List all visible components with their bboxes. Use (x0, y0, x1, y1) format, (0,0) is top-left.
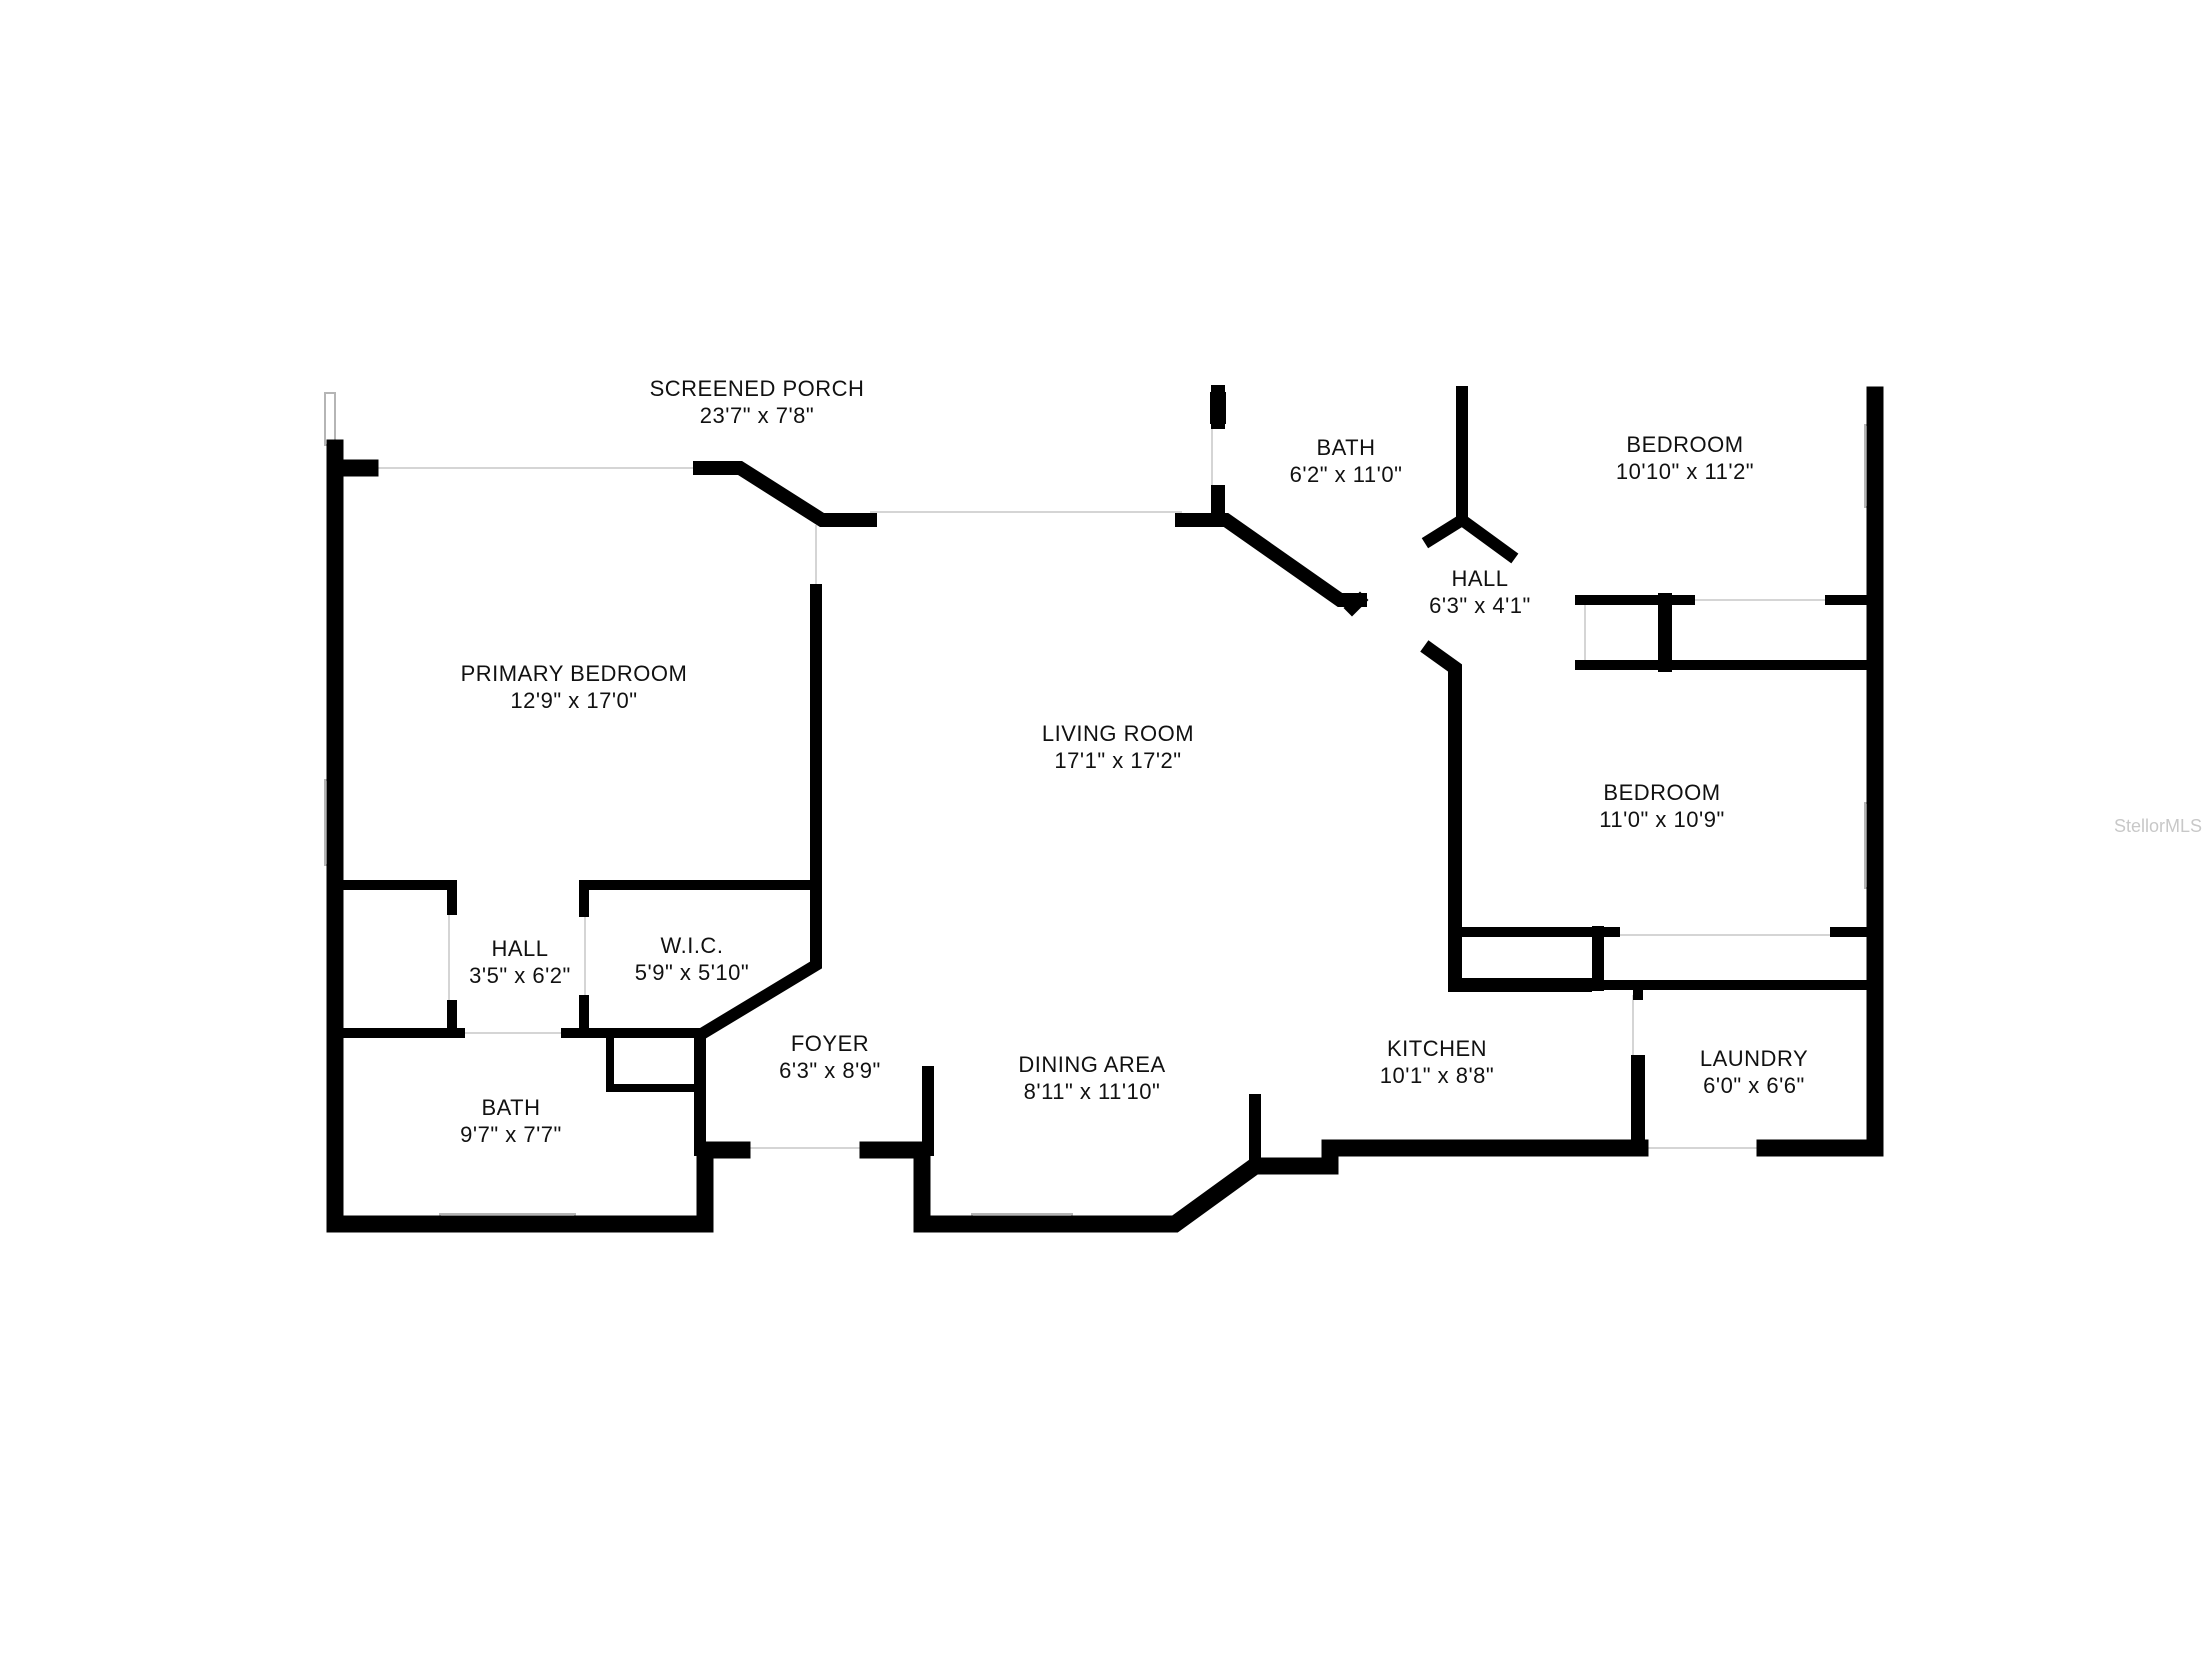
wall-east-exterior (1756, 386, 1884, 1157)
room-name-foyer: FOYER (791, 1031, 869, 1056)
porch-post (1867, 392, 1883, 424)
room-name-laundry: LAUNDRY (1700, 1046, 1808, 1071)
room-dims-living-room: 17'1" x 17'2" (1054, 748, 1181, 773)
wall-bedroom-lower-west (1420, 640, 1592, 992)
room-dims-hall-left: 3'5" x 6'2" (469, 963, 571, 988)
room-name-living-room: LIVING ROOM (1042, 721, 1194, 746)
wall-primary-closet-left (330, 880, 457, 915)
room-name-wic: W.I.C. (661, 933, 724, 958)
wall-hall-center-left (1421, 511, 1471, 549)
walls (326, 385, 1884, 1233)
porch-posts (1210, 392, 1883, 424)
wall-bath-closet (606, 1036, 704, 1092)
room-dims-dining-area: 8'11" x 11'10" (1024, 1079, 1161, 1104)
room-dims-bedroom-lower: 11'0" x 10'9" (1599, 807, 1725, 832)
room-dims-bath-lower: 9'7" x 7'7" (460, 1122, 562, 1147)
wall-hall-center-angle (1343, 591, 1369, 617)
room-name-kitchen: KITCHEN (1387, 1036, 1487, 1061)
wall-south-exterior (859, 1139, 1649, 1233)
room-name-hall-center: HALL (1451, 566, 1508, 591)
room-name-hall-left: HALL (491, 936, 548, 961)
wall-nw-corner (326, 439, 379, 477)
room-name-bedroom-upper: BEDROOM (1626, 432, 1743, 457)
room-name-screened-porch: SCREENED PORCH (650, 376, 865, 401)
room-name-bath-lower: BATH (481, 1095, 540, 1120)
room-dims-bath-upper: 6'2" x 11'0" (1290, 462, 1403, 487)
room-dims-screened-porch: 23'7" x 7'8" (700, 403, 814, 428)
watermark-text: StellorMLS (2114, 816, 2202, 836)
wall-wic-foyer (694, 879, 822, 1156)
porch-post (1210, 392, 1226, 424)
wall-porch-primary (693, 461, 877, 527)
room-dims-primary-bedroom: 12'9" x 17'0" (510, 688, 637, 713)
room-name-primary-bedroom: PRIMARY BEDROOM (461, 661, 688, 686)
room-dims-hall-center: 6'3" x 4'1" (1429, 593, 1531, 618)
window-porch-left (324, 392, 336, 446)
room-dims-laundry: 6'0" x 6'6" (1703, 1073, 1805, 1098)
room-name-bath-upper: BATH (1316, 435, 1375, 460)
room-name-dining-area: DINING AREA (1018, 1052, 1165, 1077)
wall-porch-living-diag (1175, 513, 1367, 607)
room-dims-kitchen: 10'1" x 8'8" (1380, 1063, 1494, 1088)
wall-west-exterior (326, 439, 751, 1233)
room-name-bedroom-lower: BEDROOM (1603, 780, 1720, 805)
room-dims-wic: 5'9" x 5'10" (635, 960, 749, 985)
room-dims-foyer: 6'3" x 8'9" (779, 1058, 881, 1083)
room-dims-bedroom-upper: 10'10" x 11'2" (1616, 459, 1754, 484)
